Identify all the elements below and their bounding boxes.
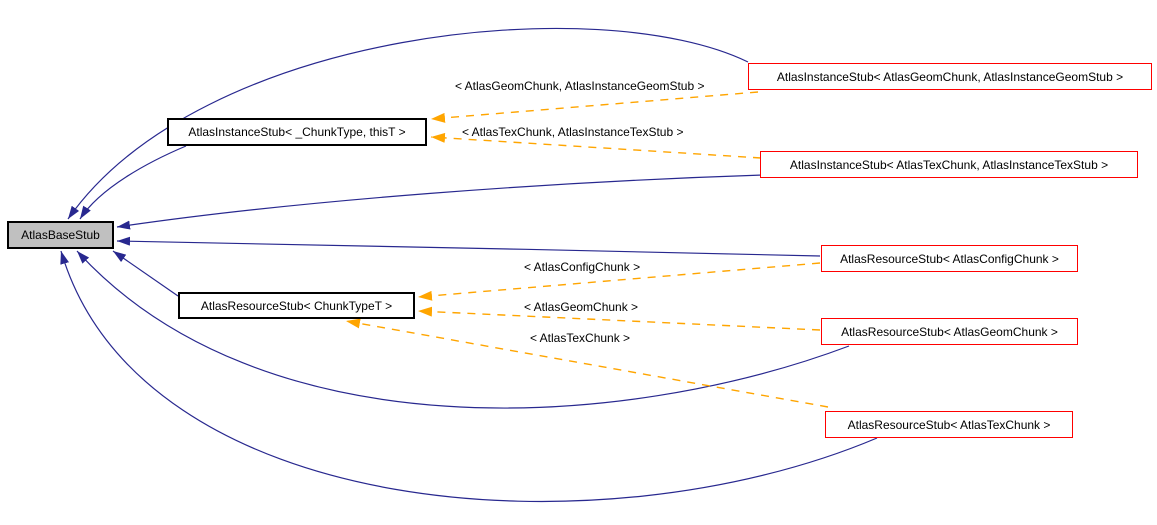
- node-atlas-base-stub[interactable]: AtlasBaseStub: [7, 221, 114, 249]
- edge-inheritance-resourcestub-geom: [76, 250, 850, 409]
- node-atlas-resource-stub-config[interactable]: AtlasResourceStub< AtlasConfigChunk >: [821, 245, 1078, 272]
- node-atlas-instance-stub-tex[interactable]: AtlasInstanceStub< AtlasTexChunk, AtlasI…: [760, 151, 1138, 178]
- edge-inheritance-resourcestub-config: [116, 236, 821, 257]
- edge-label-resource-geom-args: < AtlasGeomChunk >: [524, 300, 639, 314]
- edge-inheritance-resourcestub-template: [112, 250, 179, 297]
- edge-template-resourcestub-geom: [417, 306, 821, 331]
- edge-template-resourcestub-config: [417, 262, 821, 301]
- edge-template-instancestub-tex: [430, 132, 762, 159]
- edge-label-resource-config-args: < AtlasConfigChunk >: [524, 260, 641, 274]
- node-atlas-instance-stub-template[interactable]: AtlasInstanceStub< _ChunkType, thisT >: [167, 118, 427, 146]
- edge-template-instancestub-geom: [430, 91, 759, 123]
- node-atlas-resource-stub-geom[interactable]: AtlasResourceStub< AtlasGeomChunk >: [821, 318, 1078, 345]
- node-atlas-resource-stub-template[interactable]: AtlasResourceStub< ChunkTypeT >: [178, 292, 415, 319]
- node-atlas-instance-stub-geom[interactable]: AtlasInstanceStub< AtlasGeomChunk, Atlas…: [748, 63, 1152, 90]
- edge-label-instance-tex-args: < AtlasTexChunk, AtlasInstanceTexStub >: [462, 125, 684, 139]
- edge-inheritance-instancestub-template: [79, 145, 187, 220]
- edge-inheritance-resourcestub-tex: [60, 250, 878, 502]
- edge-label-instance-geom-args: < AtlasGeomChunk, AtlasInstanceGeomStub …: [455, 79, 705, 93]
- edge-inheritance-instancestub-geom: [67, 27, 749, 220]
- edge-template-resourcestub-tex: [345, 318, 829, 408]
- edge-inheritance-instancestub-tex: [116, 174, 764, 230]
- node-atlas-resource-stub-tex[interactable]: AtlasResourceStub< AtlasTexChunk >: [825, 411, 1073, 438]
- edge-label-resource-tex-args: < AtlasTexChunk >: [530, 331, 631, 345]
